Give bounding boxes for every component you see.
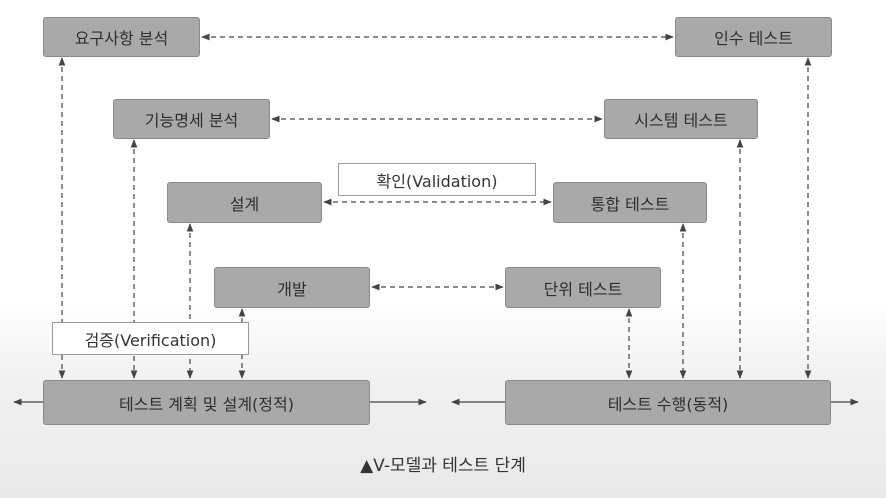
system-test-label: 시스템 테스트 [634, 111, 728, 130]
development-box: 개발 [214, 267, 370, 308]
verification-label-box: 검증(Verification) [52, 322, 249, 355]
requirements-analysis-box: 요구사항 분석 [43, 17, 200, 57]
unit-test-box: 단위 테스트 [505, 267, 661, 308]
test-planning-box: 테스트 계획 및 설계(정적) [43, 380, 370, 425]
test-planning-label: 테스트 계획 및 설계(정적) [119, 394, 294, 414]
acceptance-test-box: 인수 테스트 [675, 17, 832, 57]
integration-test-label: 통합 테스트 [590, 194, 670, 214]
integration-test-box: 통합 테스트 [553, 182, 707, 223]
requirements-analysis-label: 요구사항 분석 [74, 29, 169, 48]
functional-spec-analysis-box: 기능명세 분석 [113, 99, 270, 139]
development-label: 개발 [277, 279, 307, 299]
functional-spec-analysis-label: 기능명세 분석 [144, 111, 239, 130]
system-test-box: 시스템 테스트 [604, 99, 758, 139]
acceptance-test-label: 인수 테스트 [714, 29, 793, 48]
figure-caption: ▲V-모델과 테스트 단계 [360, 456, 526, 476]
design-label: 설계 [229, 194, 260, 214]
unit-test-label: 단위 테스트 [543, 279, 623, 299]
test-execution-box: 테스트 수행(동적) [505, 380, 831, 425]
validation-label-box: 확인(Validation) [338, 163, 536, 196]
test-execution-label: 테스트 수행(동적) [607, 394, 729, 414]
verification-label: 검증(Verification) [84, 330, 217, 350]
design-box: 설계 [167, 182, 322, 223]
validation-label: 확인(Validation) [376, 171, 498, 191]
